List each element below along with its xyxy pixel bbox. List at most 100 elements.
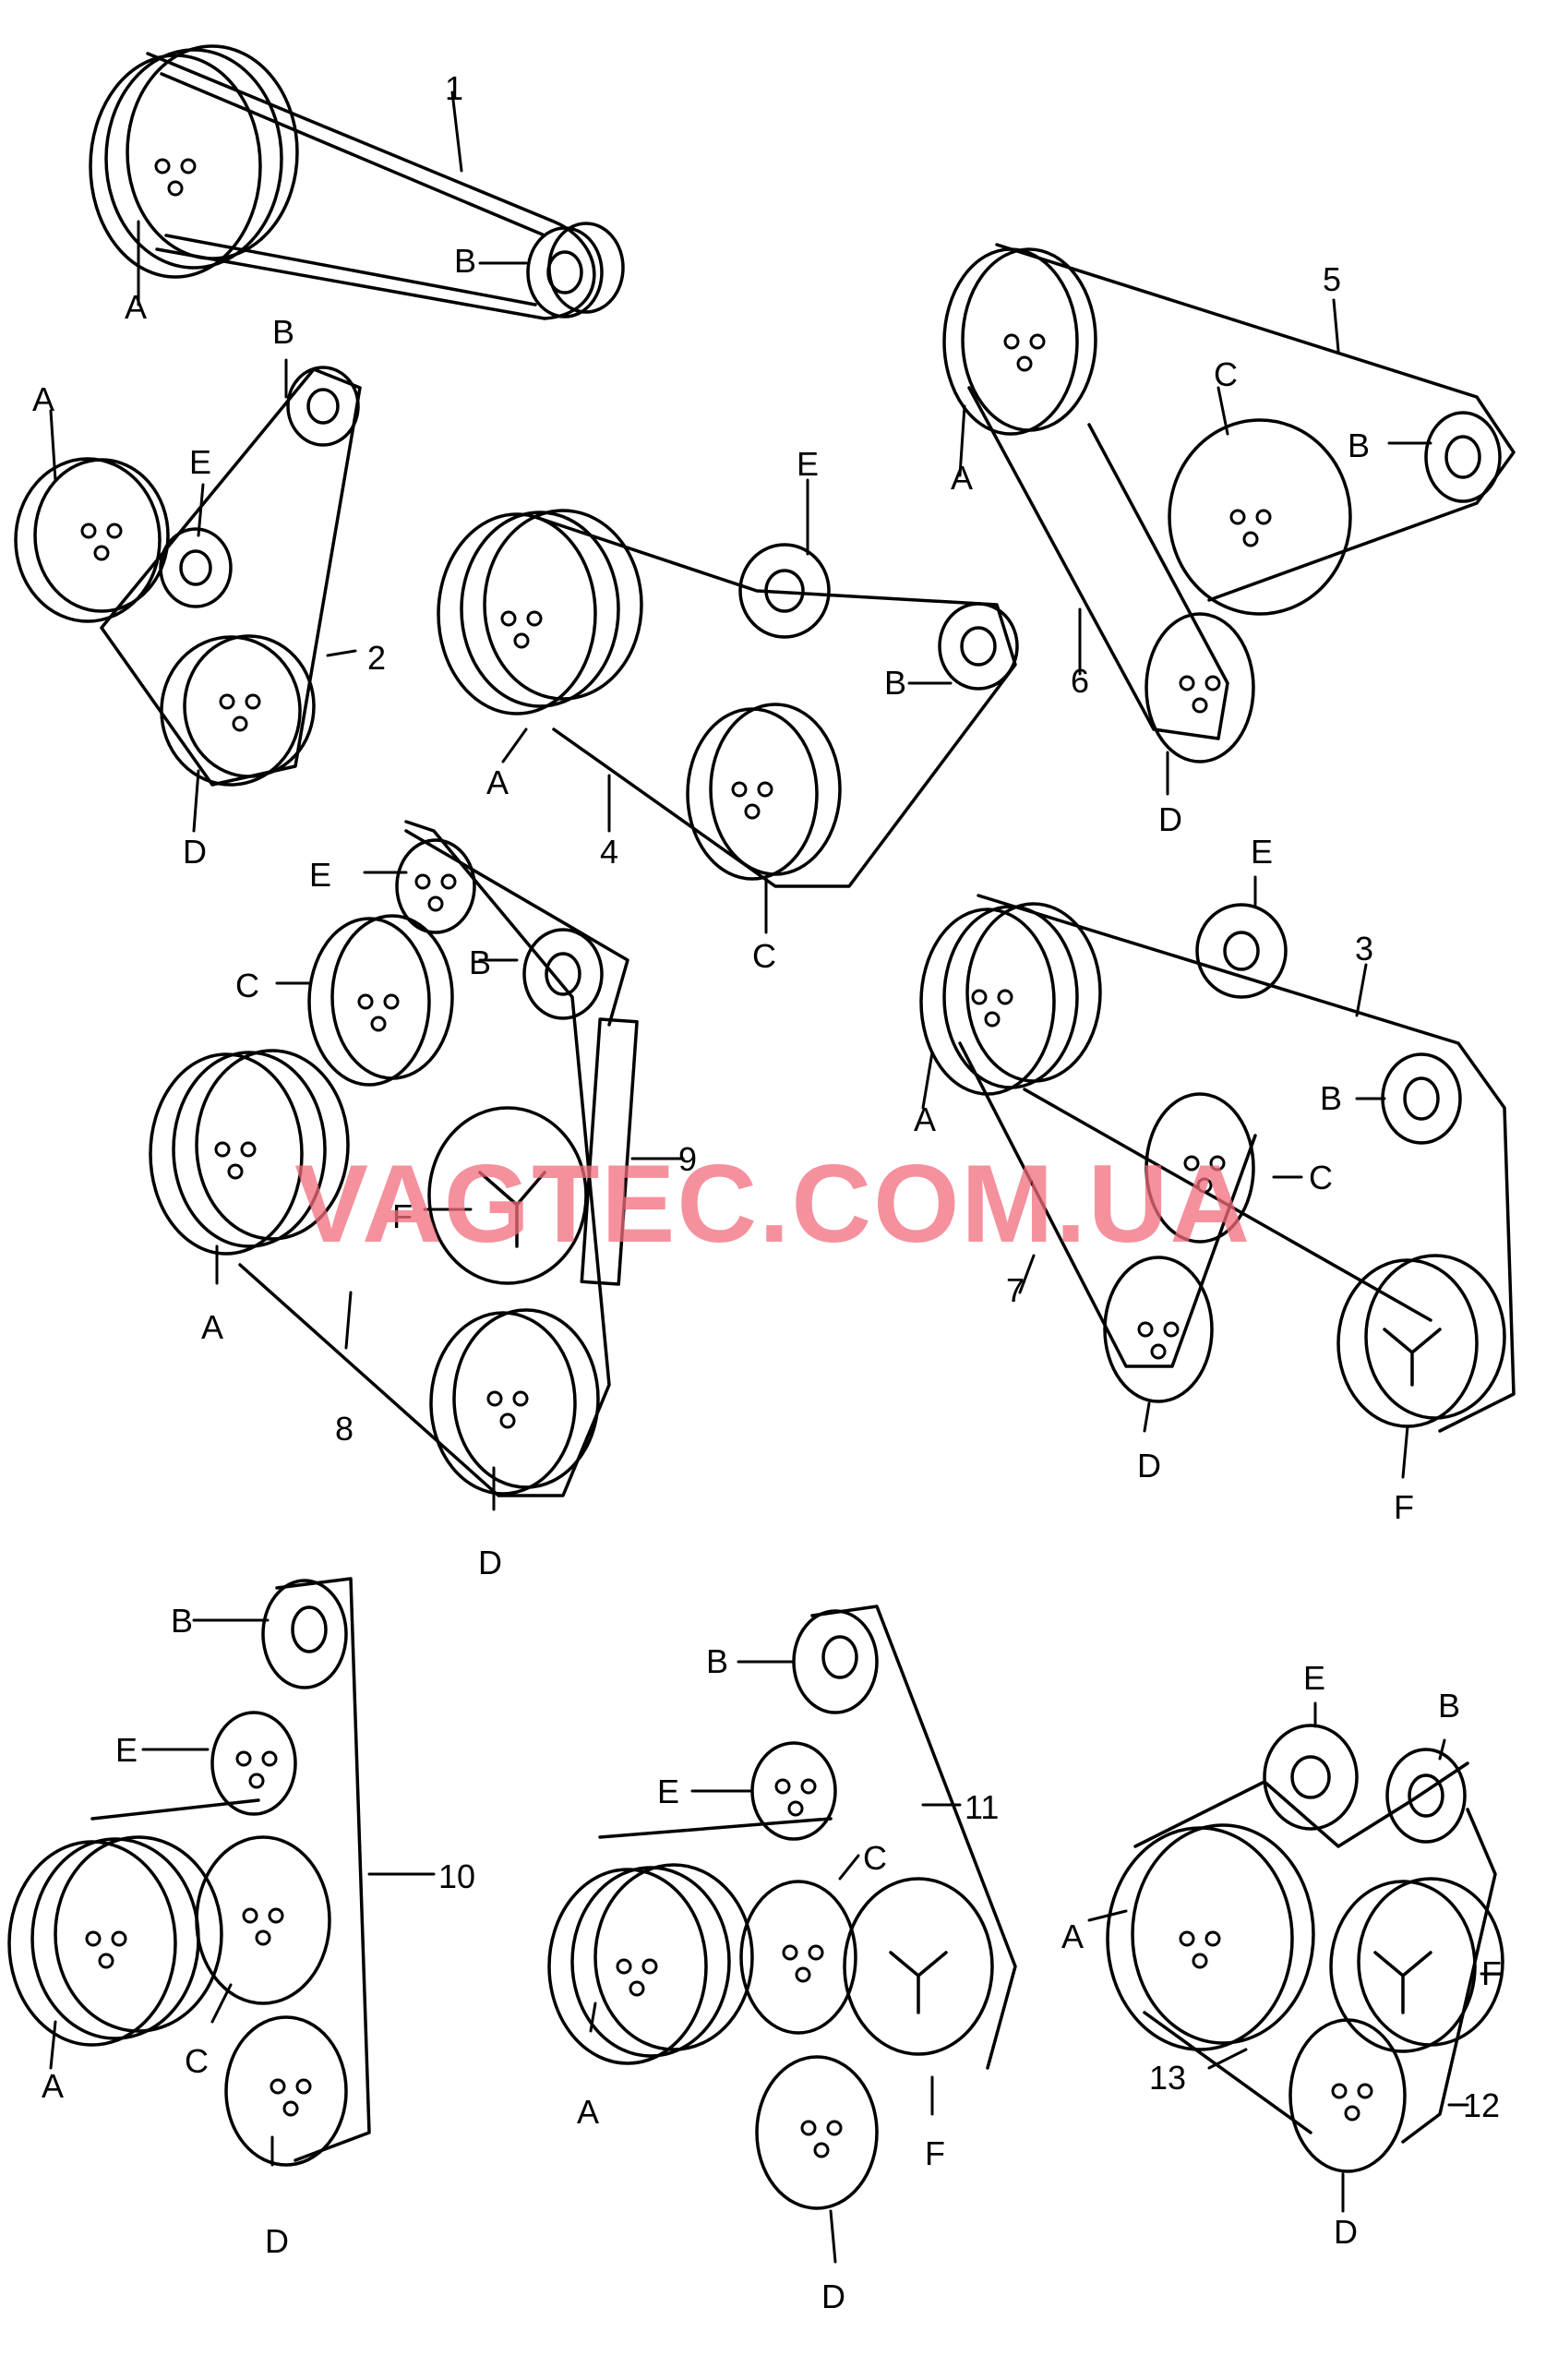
pulley-d xyxy=(224,2015,348,2167)
label-part-3: 3 xyxy=(1355,930,1373,968)
pulley-e-tensioner xyxy=(738,543,831,639)
label-part-7: 7 xyxy=(1006,1271,1025,1309)
label-part-13: 13 xyxy=(1149,2059,1186,2097)
pulley-c xyxy=(307,917,431,1087)
pulley-a xyxy=(942,247,1079,436)
pulley-a xyxy=(437,512,597,715)
pulley-b xyxy=(1381,1052,1462,1145)
belt-drive-1 xyxy=(89,44,625,320)
label-a: A xyxy=(577,2093,599,2131)
pulley-b xyxy=(522,928,604,1020)
belt-2 xyxy=(100,367,362,787)
belt-drive-11 xyxy=(547,1605,1017,2210)
label-c: C xyxy=(752,937,776,975)
pulley-a xyxy=(14,457,162,623)
belt-10 xyxy=(90,1577,371,2162)
label-part-9: 9 xyxy=(678,1140,697,1178)
pulley-a-crankshaft xyxy=(89,54,262,279)
pulley-c xyxy=(739,1880,857,2035)
label-part-6: 6 xyxy=(1071,662,1089,700)
label-d: D xyxy=(821,2278,845,2315)
belt-5 xyxy=(995,243,1516,602)
belt-drive-10 xyxy=(7,1577,371,2167)
label-f: F xyxy=(925,2134,945,2172)
belt-drive-4 xyxy=(437,509,1019,888)
pulley-d xyxy=(755,2055,879,2210)
label-b: B xyxy=(706,1642,728,1680)
pulley-b xyxy=(286,366,360,447)
belt-13 xyxy=(1133,1761,1469,2134)
pulley-a xyxy=(149,1052,304,1256)
label-a: A xyxy=(914,1100,936,1138)
belt-drive-3-7 xyxy=(919,894,1516,1433)
label-part-4: 4 xyxy=(600,833,618,871)
label-a: A xyxy=(125,288,147,326)
label-part-11: 11 xyxy=(965,1788,999,1826)
belt-6 xyxy=(967,386,1229,740)
label-a: A xyxy=(1061,1917,1084,1955)
pulley-d xyxy=(1288,2018,1407,2173)
label-b: B xyxy=(1438,1687,1460,1725)
pulley-b-alternator xyxy=(526,226,604,319)
belt-drive-8-9 xyxy=(149,820,639,1497)
pulley-d xyxy=(160,635,302,787)
label-f: F xyxy=(1481,1954,1502,1992)
pulley-f-compressor xyxy=(1336,1258,1479,1428)
pulley-a xyxy=(1106,1826,1294,2051)
pulley-e-tensioner xyxy=(210,1711,297,1816)
pulley-f-compressor xyxy=(843,1877,994,2056)
label-a: A xyxy=(486,763,509,801)
label-b: B xyxy=(1348,427,1370,464)
label-c: C xyxy=(863,1839,887,1877)
labels: 1 A B A B E 2 D E B A 4 C 5 C B A 6 D E … xyxy=(32,69,1502,2315)
label-b: B xyxy=(884,664,906,702)
label-b: B xyxy=(171,1602,193,1640)
label-b: B xyxy=(469,944,491,981)
label-a: A xyxy=(42,2067,64,2105)
label-e: E xyxy=(115,1731,138,1769)
label-part-8: 8 xyxy=(335,1410,354,1448)
label-c: C xyxy=(1309,1159,1333,1196)
label-e: E xyxy=(657,1773,679,1810)
label-f: F xyxy=(392,1197,413,1235)
label-d: D xyxy=(183,833,207,871)
pulley-e-tensioner xyxy=(159,527,233,608)
label-part-12: 12 xyxy=(1463,2086,1500,2124)
pulley-c xyxy=(686,707,819,881)
label-c: C xyxy=(235,967,259,1004)
pulley-b xyxy=(938,602,1019,691)
belt-7 xyxy=(958,1041,1257,1368)
belt-drive-2 xyxy=(14,366,362,787)
pulley-c xyxy=(1145,1092,1255,1244)
label-d: D xyxy=(1137,1447,1161,1484)
pulley-a xyxy=(919,908,1056,1096)
label-e: E xyxy=(1251,833,1273,871)
label-d: D xyxy=(478,1544,502,1581)
label-a: A xyxy=(201,1308,223,1346)
leader-lines xyxy=(49,90,1502,2264)
label-d: D xyxy=(265,2222,289,2260)
pulley-c xyxy=(195,1835,331,2005)
pulley-b xyxy=(1385,1748,1467,1844)
label-e: E xyxy=(797,445,819,483)
pulley-b xyxy=(261,1579,348,1689)
belt-9-flat xyxy=(580,1017,639,1286)
pulley-b xyxy=(1424,411,1502,503)
pulley-d xyxy=(429,1311,577,1496)
pulley-a xyxy=(547,1868,708,2065)
label-part-10: 10 xyxy=(438,1857,475,1895)
belt-3 xyxy=(977,894,1516,1433)
label-c: C xyxy=(1214,355,1238,393)
label-a: A xyxy=(951,459,973,497)
label-d: D xyxy=(1334,2213,1358,2251)
label-e: E xyxy=(189,443,211,481)
label-b: B xyxy=(454,242,476,280)
pulley-b xyxy=(792,1609,879,1714)
label-c: C xyxy=(185,2042,209,2080)
label-part-2: 2 xyxy=(367,639,386,677)
belt-1-inner xyxy=(160,72,546,307)
pulley-e-tensioner xyxy=(395,838,476,934)
label-b: B xyxy=(1320,1079,1342,1117)
pulley-f-compressor xyxy=(427,1106,588,1285)
